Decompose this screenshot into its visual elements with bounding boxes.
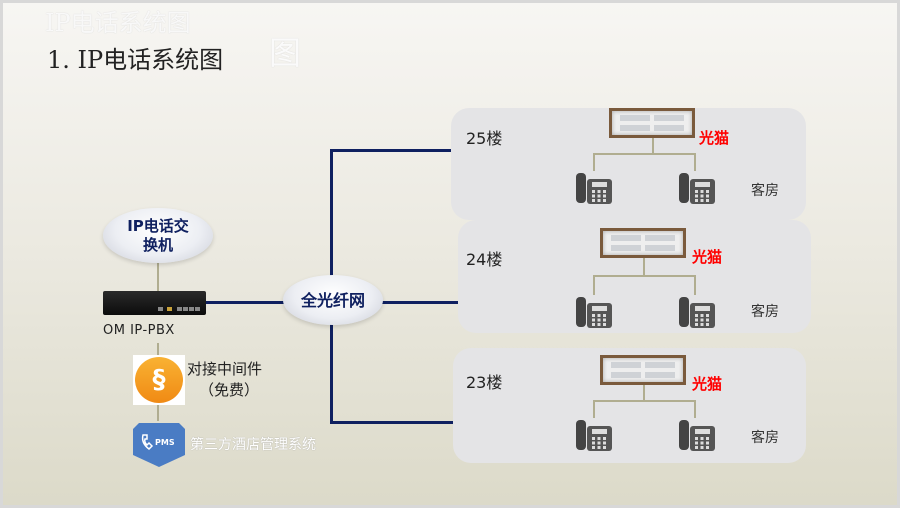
phone-icon <box>576 295 612 329</box>
modem-label: 光猫 <box>692 248 723 266</box>
fiber-line <box>206 301 286 304</box>
slide-title: 1. IP电话系统图 <box>47 46 224 74</box>
room-label: 客房 <box>751 430 779 446</box>
middleware-label: 对接中间件 （免费） <box>187 359 262 401</box>
fiber-line-25 <box>330 149 453 152</box>
floor-label: 25楼 <box>466 129 503 148</box>
tree-line <box>593 153 595 171</box>
optical-modem-image <box>600 228 686 258</box>
room-label: 客房 <box>751 304 779 320</box>
phone-icon <box>679 171 715 205</box>
phone-icon <box>576 418 612 452</box>
phone-icon <box>679 418 715 452</box>
ip-pbx-cloud <box>103 208 213 263</box>
tree-line <box>593 153 696 155</box>
ghost-char: 图 <box>269 34 302 72</box>
tree-line <box>593 275 595 295</box>
floor-label: 24楼 <box>466 250 503 269</box>
tree-line <box>593 275 696 277</box>
tree-line <box>694 153 696 171</box>
middleware-note: （免费） <box>199 381 260 399</box>
tree-line <box>643 385 645 400</box>
floor-label: 23楼 <box>466 373 503 392</box>
room-label: 客房 <box>751 183 779 199</box>
link-icon: § <box>135 357 183 403</box>
middleware-logo: § <box>133 355 185 405</box>
tree-line <box>643 258 645 275</box>
ip-pbx-cloud-label: IP电话交 换机 <box>103 217 213 255</box>
ghost-title: IP电话系统图 <box>45 9 191 37</box>
tree-line <box>652 138 654 153</box>
middleware-name: 对接中间件 <box>187 360 263 378</box>
connector-line <box>157 261 159 291</box>
modem-label: 光猫 <box>699 129 730 147</box>
modem-label: 光猫 <box>692 375 723 393</box>
fiber-network-cloud <box>283 275 383 325</box>
cloud-line-1: IP电话交 <box>127 217 189 235</box>
fiber-network-label: 全光纤网 <box>300 291 365 310</box>
pbx-device-image <box>103 291 206 315</box>
connector-line <box>157 343 159 355</box>
cloud-line-2: 换机 <box>142 236 173 254</box>
phone-icon <box>679 295 715 329</box>
tree-line <box>694 400 696 418</box>
pms-shield-icon: PMS <box>133 423 185 467</box>
optical-modem-image <box>609 108 695 138</box>
tree-line <box>593 400 696 402</box>
optical-modem-image <box>600 355 686 385</box>
fiber-line <box>381 301 459 304</box>
pms-badge: PMS <box>155 438 175 447</box>
tree-line <box>593 400 595 418</box>
fiber-line-23 <box>330 421 453 424</box>
pms-label: 第三方酒店管理系统 <box>190 437 316 453</box>
phone-icon <box>576 171 612 205</box>
pbx-label: OM IP-PBX <box>103 323 175 338</box>
connector-line <box>157 405 159 421</box>
tree-line <box>694 275 696 295</box>
